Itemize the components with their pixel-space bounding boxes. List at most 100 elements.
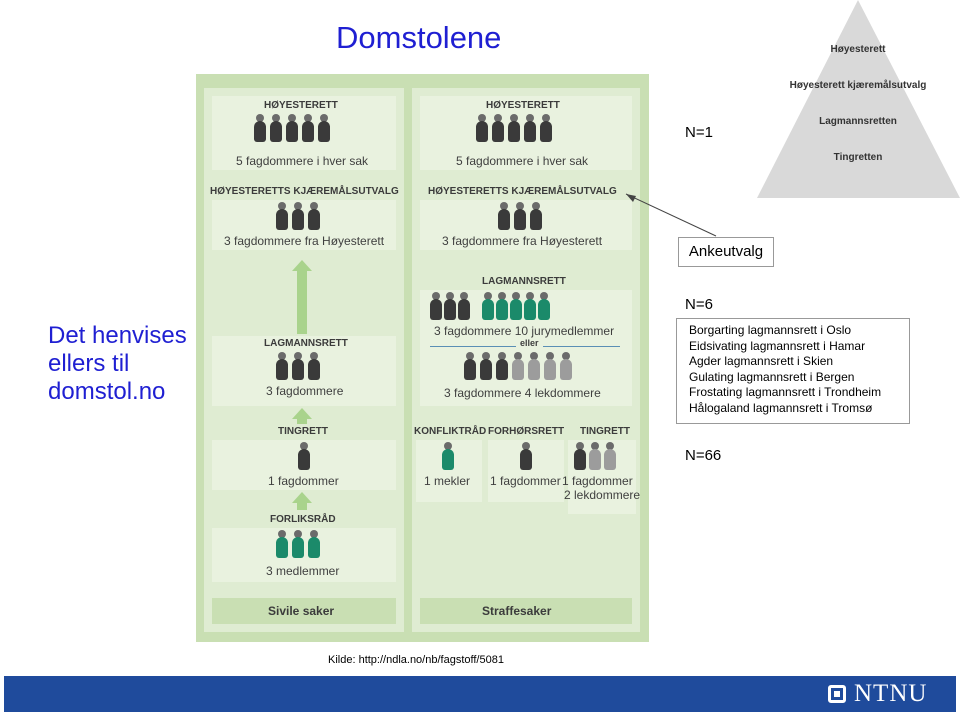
left-lagmannsrett-text: 3 fagdommere bbox=[266, 384, 344, 398]
judge-figure bbox=[496, 352, 508, 380]
right-lagmannsrett-text-a: 3 fagdommere 10 jurymedlemmer bbox=[434, 324, 615, 338]
lay-member-figure bbox=[276, 530, 288, 558]
list-item: Hålogaland lagmannsrett i Tromsø bbox=[689, 400, 873, 415]
forhorsrett-judge bbox=[520, 442, 532, 470]
left-forliksrad-members bbox=[276, 530, 320, 558]
judge-figure bbox=[508, 114, 520, 142]
right-kjaeremal-judges bbox=[498, 202, 542, 230]
page-title: Domstolene bbox=[336, 20, 502, 55]
ntnu-logo-text: NTNU bbox=[854, 680, 928, 707]
jury-figure bbox=[510, 292, 522, 320]
judge-figure bbox=[270, 114, 282, 142]
konfliktrad-box: 1 mekler bbox=[416, 440, 482, 502]
side-note: Det henvises ellers til domstol.no bbox=[48, 322, 187, 406]
list-item: Gulating lagmannsrett i Bergen bbox=[689, 369, 855, 384]
side-note-line1: Det henvises bbox=[48, 322, 187, 349]
judge-figure bbox=[458, 292, 470, 320]
left-lagmannsrett-judges bbox=[276, 352, 320, 380]
right-tingrett-text-a: 1 fagdommer bbox=[562, 474, 633, 488]
source-caption: Kilde: http://ndla.no/nb/fagstoff/5081 bbox=[328, 654, 504, 666]
left-kjaeremal-text: 3 fagdommere fra Høyesterett bbox=[224, 234, 385, 248]
pyramid-level-3: Lagmannsretten bbox=[819, 116, 897, 127]
right-lagmannsrett-lek-row bbox=[464, 352, 572, 380]
left-hoyesterett-text: 5 fagdommere i hver sak bbox=[236, 154, 369, 168]
judge-figure bbox=[480, 352, 492, 380]
eller-label: eller bbox=[516, 338, 543, 348]
lekdommer-figure bbox=[544, 352, 556, 380]
lekdommer-figure bbox=[604, 442, 616, 470]
judge-figure bbox=[308, 352, 320, 380]
judge-figure bbox=[308, 202, 320, 230]
list-item: Frostating lagmannsrett i Trondheim bbox=[689, 385, 882, 400]
left-forliksrad-text: 3 medlemmer bbox=[266, 564, 340, 578]
court-pyramid: Høyesterett Høyesterett kjæremålsutvalg … bbox=[757, 0, 960, 198]
judge-figure bbox=[530, 202, 542, 230]
jury-figure bbox=[538, 292, 550, 320]
list-item: Agder lagmannsrett i Skien bbox=[689, 354, 834, 369]
civil-column: HØYESTERETT 5 fagdommere i hver sak HØYE… bbox=[204, 88, 404, 632]
lay-member-figure bbox=[308, 530, 320, 558]
konfliktrad-label: KONFLIKTRÅD bbox=[414, 426, 487, 437]
judge-figure bbox=[574, 442, 586, 470]
side-note-line2: ellers til bbox=[48, 350, 130, 377]
footer-bar bbox=[4, 676, 956, 712]
judge-figure bbox=[292, 202, 304, 230]
right-tingrett-box: 1 fagdommer 2 lekdommere bbox=[562, 440, 640, 514]
domstol-link[interactable]: domstol.no bbox=[48, 378, 166, 405]
right-lagmannsrett-label: LAGMANNSRETT bbox=[482, 276, 566, 287]
left-tingrett-judges bbox=[298, 442, 310, 470]
judge-figure bbox=[476, 114, 488, 142]
left-kjaeremal-judges bbox=[276, 202, 320, 230]
lekdommer-figure bbox=[512, 352, 524, 380]
judge-figure bbox=[276, 202, 288, 230]
left-kjaeremal-box: 3 fagdommere fra Høyesterett bbox=[212, 200, 396, 250]
jury-figure bbox=[496, 292, 508, 320]
left-forliksrad-label: FORLIKSRÅD bbox=[270, 514, 336, 525]
judge-figure bbox=[302, 114, 314, 142]
judge-figure bbox=[464, 352, 476, 380]
judge-figure bbox=[524, 114, 536, 142]
left-forliksrad-box: 3 medlemmer bbox=[212, 528, 396, 582]
judge-figure bbox=[430, 292, 442, 320]
criminal-column: HØYESTERETT 5 fagdommere i hver sak HØYE… bbox=[412, 88, 640, 632]
left-hoyesterett-judges bbox=[254, 114, 330, 142]
judge-figure bbox=[492, 114, 504, 142]
lay-member-figure bbox=[292, 530, 304, 558]
n66-label: N=66 bbox=[685, 447, 722, 464]
mekler-figure bbox=[442, 442, 454, 470]
right-tingrett-text-b: 2 lekdommere bbox=[564, 488, 641, 502]
ntnu-logo-icon bbox=[828, 685, 846, 703]
right-tingrett-members bbox=[574, 442, 616, 470]
n6-label: N=6 bbox=[685, 296, 713, 313]
civil-footer-label: Sivile saker bbox=[268, 604, 335, 618]
jury-figure bbox=[482, 292, 494, 320]
left-tingrett-text: 1 fagdommer bbox=[268, 474, 339, 488]
civil-footer-bar: Sivile saker bbox=[212, 598, 396, 624]
judge-figure bbox=[514, 202, 526, 230]
right-hoyesterett-box: HØYESTERETT 5 fagdommere i hver sak bbox=[420, 96, 632, 170]
right-kjaeremal-label: HØYESTERETTS KJÆREMÅLSUTVALG bbox=[428, 186, 617, 197]
up-arrow-icon bbox=[292, 492, 312, 510]
left-lagmannsrett-label: LAGMANNSRETT bbox=[264, 338, 348, 349]
forhorsrett-text: 1 fagdommer bbox=[490, 474, 561, 488]
konfliktrad-member bbox=[442, 442, 454, 470]
forhorsrett-box: 1 fagdommer bbox=[488, 440, 564, 502]
criminal-footer-bar: Straffesaker bbox=[420, 598, 632, 624]
pyramid-level-2: Høyesterett kjæremålsutvalg bbox=[790, 79, 927, 91]
right-lagmannsrett-jury-row bbox=[430, 292, 550, 320]
ntnu-logo: NTNU bbox=[828, 680, 928, 707]
left-kjaeremal-label: HØYESTERETTS KJÆREMÅLSUTVALG bbox=[210, 186, 399, 197]
judge-figure bbox=[254, 114, 266, 142]
lagmannsrett-list: Borgarting lagmannsrett i Oslo Eidsivati… bbox=[676, 318, 910, 424]
right-lagmannsrett-box: 3 fagdommere 10 jurymedlemmer eller 3 fa… bbox=[420, 290, 632, 406]
jury-figure bbox=[524, 292, 536, 320]
right-tingrett-label: TINGRETT bbox=[580, 426, 630, 437]
up-arrow-icon bbox=[292, 260, 312, 334]
up-arrow-icon bbox=[292, 408, 312, 424]
criminal-footer-label: Straffesaker bbox=[482, 604, 552, 618]
n1-label: N=1 bbox=[685, 124, 713, 141]
judge-figure bbox=[498, 202, 510, 230]
left-tingrett-label: TINGRETT bbox=[278, 426, 328, 437]
right-hoyesterett-text: 5 fagdommere i hver sak bbox=[456, 154, 589, 168]
right-hoyesterett-label: HØYESTERETT bbox=[486, 100, 560, 111]
